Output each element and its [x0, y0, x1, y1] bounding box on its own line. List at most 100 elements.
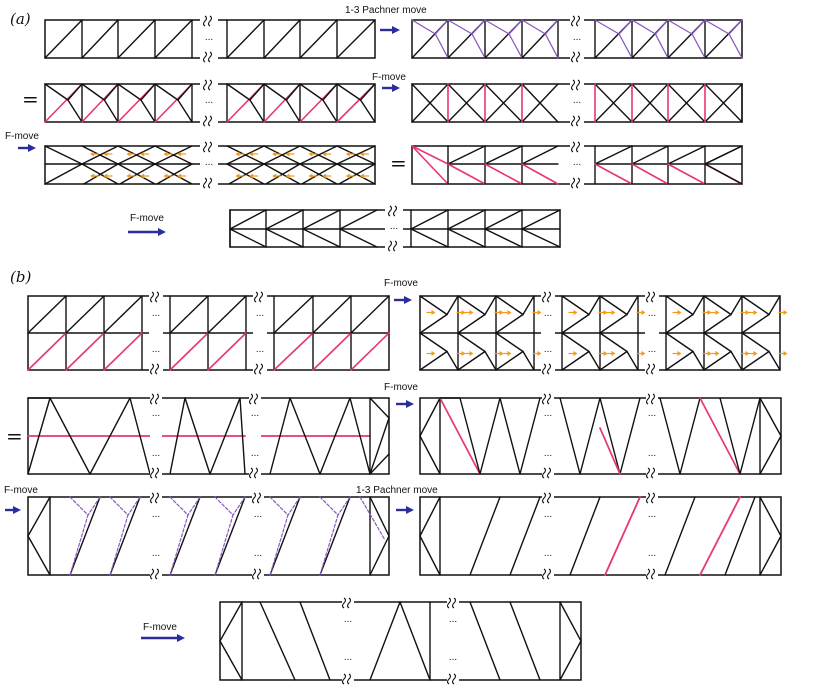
edge-line	[263, 163, 301, 185]
break-mark-icon	[149, 291, 155, 303]
break-mark-icon	[541, 467, 547, 479]
edge-line	[369, 417, 390, 475]
orange-arrow-icon	[537, 351, 542, 356]
edge-line	[741, 332, 770, 353]
edge-line	[484, 209, 523, 230]
ellipsis-dots: ...	[256, 308, 264, 319]
edge-line	[369, 397, 390, 419]
purple-edge	[728, 19, 743, 35]
break-mark-icon	[346, 597, 352, 609]
edge-line	[521, 145, 559, 165]
break-gap	[150, 395, 162, 477]
edge-line	[263, 145, 301, 165]
edge-line	[410, 228, 449, 248]
orange-arrow-icon	[603, 310, 608, 315]
label-fmove-b3: F-move	[4, 485, 38, 496]
break-mark-icon	[645, 291, 651, 303]
edge-line	[27, 496, 51, 537]
break-gap	[249, 395, 261, 477]
edge-line	[169, 397, 186, 475]
break-mark-icon	[258, 291, 264, 303]
break-mark-icon	[387, 240, 393, 252]
pink-edge	[521, 163, 559, 185]
edge-line	[117, 83, 142, 101]
break-mark-icon	[650, 363, 656, 375]
purple-dashed-edge	[214, 496, 234, 516]
orange-arrow-icon	[308, 173, 313, 179]
purple-edge	[618, 33, 633, 59]
edge-line	[599, 313, 628, 334]
edge-line	[704, 83, 743, 123]
break-mark-icon	[253, 291, 259, 303]
break-mark-icon	[256, 492, 262, 504]
edge-line	[447, 228, 486, 248]
edge-line	[49, 397, 91, 475]
ellipsis-dots: ...	[648, 408, 656, 419]
edge-line	[730, 350, 743, 371]
break-mark-icon	[575, 51, 581, 63]
edge-line	[703, 295, 732, 316]
edge-line	[561, 313, 590, 334]
label-fmove-b2: F-move	[384, 382, 418, 393]
orange-arrow-icon	[163, 151, 168, 157]
edge-line	[495, 350, 524, 371]
break-mark-icon	[154, 492, 160, 504]
edge-line	[289, 397, 321, 475]
arrow-right-icon	[177, 634, 185, 642]
orange-arrow-icon	[249, 151, 254, 157]
break-mark-icon	[207, 15, 213, 27]
edge-line	[369, 453, 390, 475]
ellipsis-dots: ...	[648, 509, 656, 520]
purple-edge	[667, 19, 693, 35]
edge-line	[177, 83, 193, 101]
orange-arrow-icon	[507, 310, 512, 315]
purple-edge	[411, 19, 437, 35]
edge-line	[484, 350, 497, 371]
break-mark-icon	[541, 492, 547, 504]
diagram-art: ........................................…	[5, 15, 788, 685]
purple-dashed-edge	[214, 514, 234, 576]
pink-edge	[484, 163, 523, 185]
purple-edge	[544, 19, 559, 35]
edge-line	[154, 145, 193, 165]
edge-line	[249, 83, 265, 101]
edge-line	[299, 145, 338, 165]
ellipsis-dots: ...	[573, 95, 581, 106]
edge-line	[759, 435, 782, 475]
break-mark-icon	[446, 673, 452, 685]
break-gap	[149, 293, 163, 373]
edge-line	[665, 295, 694, 316]
edge-line	[521, 228, 561, 248]
break-mark-icon	[149, 492, 155, 504]
edge-line	[665, 332, 694, 353]
orange-arrow-icon	[322, 151, 327, 157]
edge-line	[446, 295, 459, 316]
edge-line	[588, 295, 601, 316]
orange-arrow-icon	[163, 173, 168, 179]
edge-line	[509, 496, 541, 576]
edge-line	[626, 295, 639, 316]
orange-arrow-icon	[431, 310, 436, 315]
edge-line	[219, 601, 243, 642]
break-mark-icon	[341, 597, 347, 609]
edge-line	[588, 350, 601, 371]
orange-arrow-icon	[126, 173, 131, 179]
break-gap	[200, 17, 218, 61]
orange-arrow-icon	[461, 310, 466, 315]
purple-dashed-edge	[169, 514, 189, 576]
purple-dashed-edge	[287, 496, 301, 516]
edge-line	[69, 496, 101, 576]
edge-line	[559, 640, 582, 681]
break-mark-icon	[149, 568, 155, 580]
break-gap	[253, 293, 267, 373]
edge-line	[322, 83, 338, 101]
ellipsis-dots: ...	[544, 448, 552, 459]
purple-edge	[691, 19, 706, 35]
orange-arrow-icon	[611, 310, 616, 315]
edge-line	[81, 163, 119, 185]
ellipsis-dots: ...	[449, 652, 457, 663]
break-mark-icon	[253, 363, 259, 375]
break-gap	[646, 494, 658, 578]
pink-edge	[667, 163, 706, 185]
purple-edge	[654, 19, 669, 35]
